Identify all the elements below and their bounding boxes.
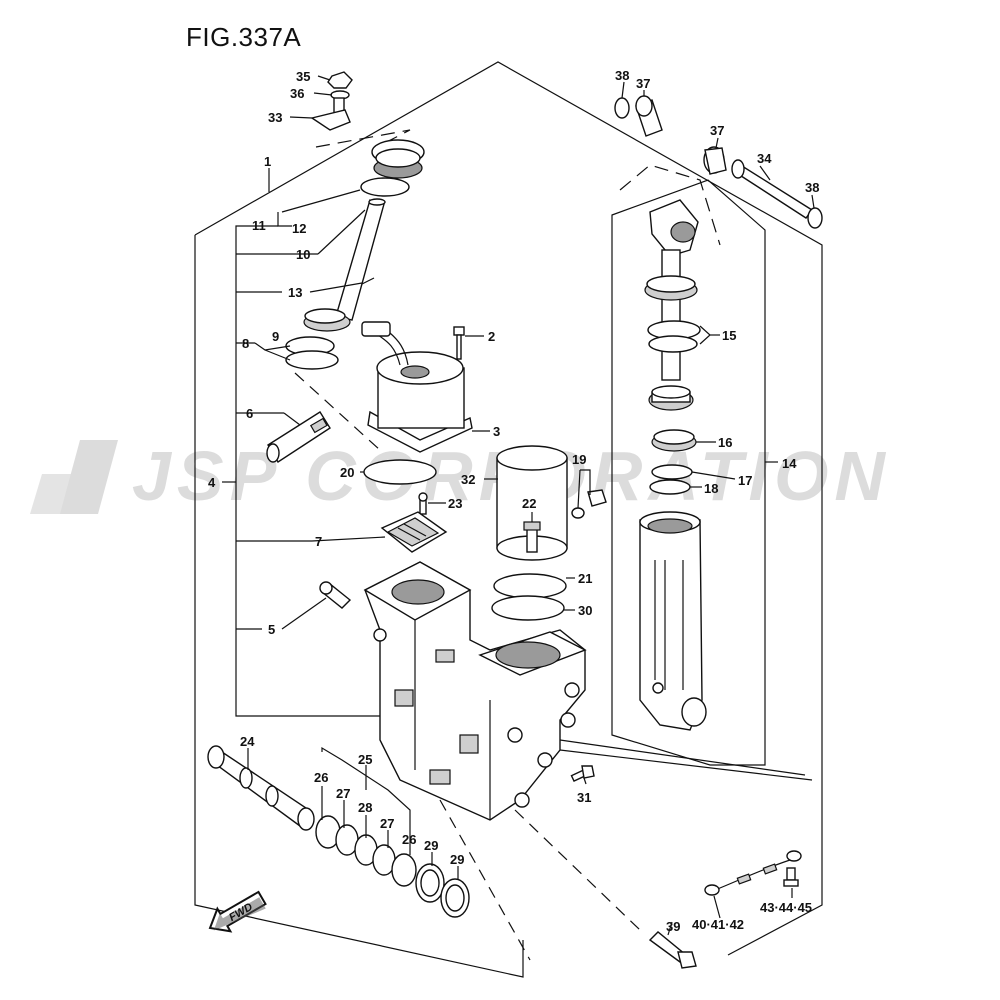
part-9-oring	[285, 336, 339, 370]
part-24-shaft	[207, 745, 315, 831]
fwd-arrow-icon: FWD	[208, 890, 267, 933]
part-29-washer-a	[415, 863, 445, 903]
callout-29-b: 29	[450, 852, 464, 867]
part-31-screw	[570, 765, 595, 783]
part-17-18-rings	[649, 464, 693, 495]
callout-3: 3	[493, 424, 500, 439]
callout-7: 7	[315, 534, 322, 549]
part-5-valve	[319, 581, 352, 609]
callout-25: 25	[358, 752, 372, 767]
part-35-nut	[327, 71, 353, 89]
part-29-washer-b	[440, 878, 470, 918]
callout-26-a: 26	[314, 770, 328, 785]
callout-30: 30	[578, 603, 592, 618]
callout-38-right: 38	[805, 180, 819, 195]
part-4-pump-body	[363, 561, 587, 821]
cylinder-body	[639, 511, 707, 731]
callout-39: 39	[666, 919, 680, 934]
part-21-oring	[493, 573, 567, 599]
callout-32: 32	[461, 472, 475, 487]
callout-17: 17	[738, 473, 752, 488]
callout-11: 11	[252, 218, 266, 233]
callout-10: 10	[296, 247, 310, 262]
callout-29-a: 29	[424, 838, 438, 853]
part-37-bush-top	[635, 95, 663, 137]
callout-18: 18	[704, 481, 718, 496]
callout-20: 20	[340, 465, 354, 480]
callout-40-41-42: 40·41·42	[692, 917, 744, 932]
callout-31: 31	[577, 790, 591, 805]
part-15-rings	[647, 320, 701, 353]
callout-15: 15	[722, 328, 736, 343]
callout-23: 23	[448, 496, 462, 511]
callout-9: 9	[272, 329, 279, 344]
part-40-ground-cable	[704, 850, 802, 896]
callout-27-b: 27	[380, 816, 394, 831]
fwd-label: FWD	[227, 901, 255, 924]
callout-21: 21	[578, 571, 592, 586]
figure-title: FIG.337A	[186, 22, 302, 52]
callout-28: 28	[358, 800, 372, 815]
bracket-group-4	[235, 225, 380, 717]
part-30-oring	[491, 595, 565, 621]
callout-35: 35	[296, 69, 310, 84]
part-12-cap	[371, 139, 425, 179]
callout-36: 36	[290, 86, 304, 101]
part-23-screw	[418, 492, 428, 515]
callout-1: 1	[264, 154, 271, 169]
part-2-bolt	[453, 326, 465, 360]
callout-13: 13	[288, 285, 302, 300]
callout-43-44-45: 43·44·45	[760, 900, 812, 915]
callout-12: 12	[292, 221, 306, 236]
callout-24: 24	[240, 734, 255, 749]
callout-5: 5	[268, 622, 275, 637]
callout-26-b: 26	[402, 832, 416, 847]
callout-37-top: 37	[636, 76, 650, 91]
callout-16: 16	[718, 435, 732, 450]
part-10-tube	[303, 198, 386, 332]
callout-37-right: 37	[710, 123, 724, 138]
assembly-frame-outline	[194, 235, 524, 978]
assembly-frame-top	[194, 61, 823, 956]
part-14-cylinder	[644, 199, 699, 411]
part-22-bolt	[523, 521, 541, 553]
callout-34: 34	[757, 151, 772, 166]
part-38-washer-top	[614, 97, 630, 119]
part-37-bush-right	[703, 146, 727, 175]
callout-38-top: 38	[615, 68, 629, 83]
part-19-plug	[571, 489, 607, 519]
part-11-oring	[360, 177, 410, 197]
callout-6: 6	[246, 406, 253, 421]
callout-33: 33	[268, 110, 282, 125]
callout-19: 19	[572, 452, 586, 467]
callout-8: 8	[242, 336, 249, 351]
part-3-motor	[361, 321, 473, 453]
part-16-seal	[651, 429, 697, 452]
part-20-oring	[363, 459, 437, 485]
callout-22: 22	[522, 496, 536, 511]
callout-2: 2	[488, 329, 495, 344]
callout-27-a: 27	[336, 786, 350, 801]
part-6-valve	[266, 411, 331, 463]
callout-14: 14	[782, 456, 797, 471]
bracket-group-14	[611, 179, 766, 766]
callout-4: 4	[208, 475, 216, 490]
part-34-pin	[731, 159, 814, 219]
part-7-plate	[380, 511, 448, 553]
part-39-bolt	[648, 931, 697, 969]
part-38-washer-right	[807, 207, 823, 229]
part-33-stem	[310, 97, 351, 131]
part-13-pin	[361, 277, 375, 285]
part-26-ring-b	[391, 853, 417, 887]
part-43-screw	[783, 867, 799, 887]
